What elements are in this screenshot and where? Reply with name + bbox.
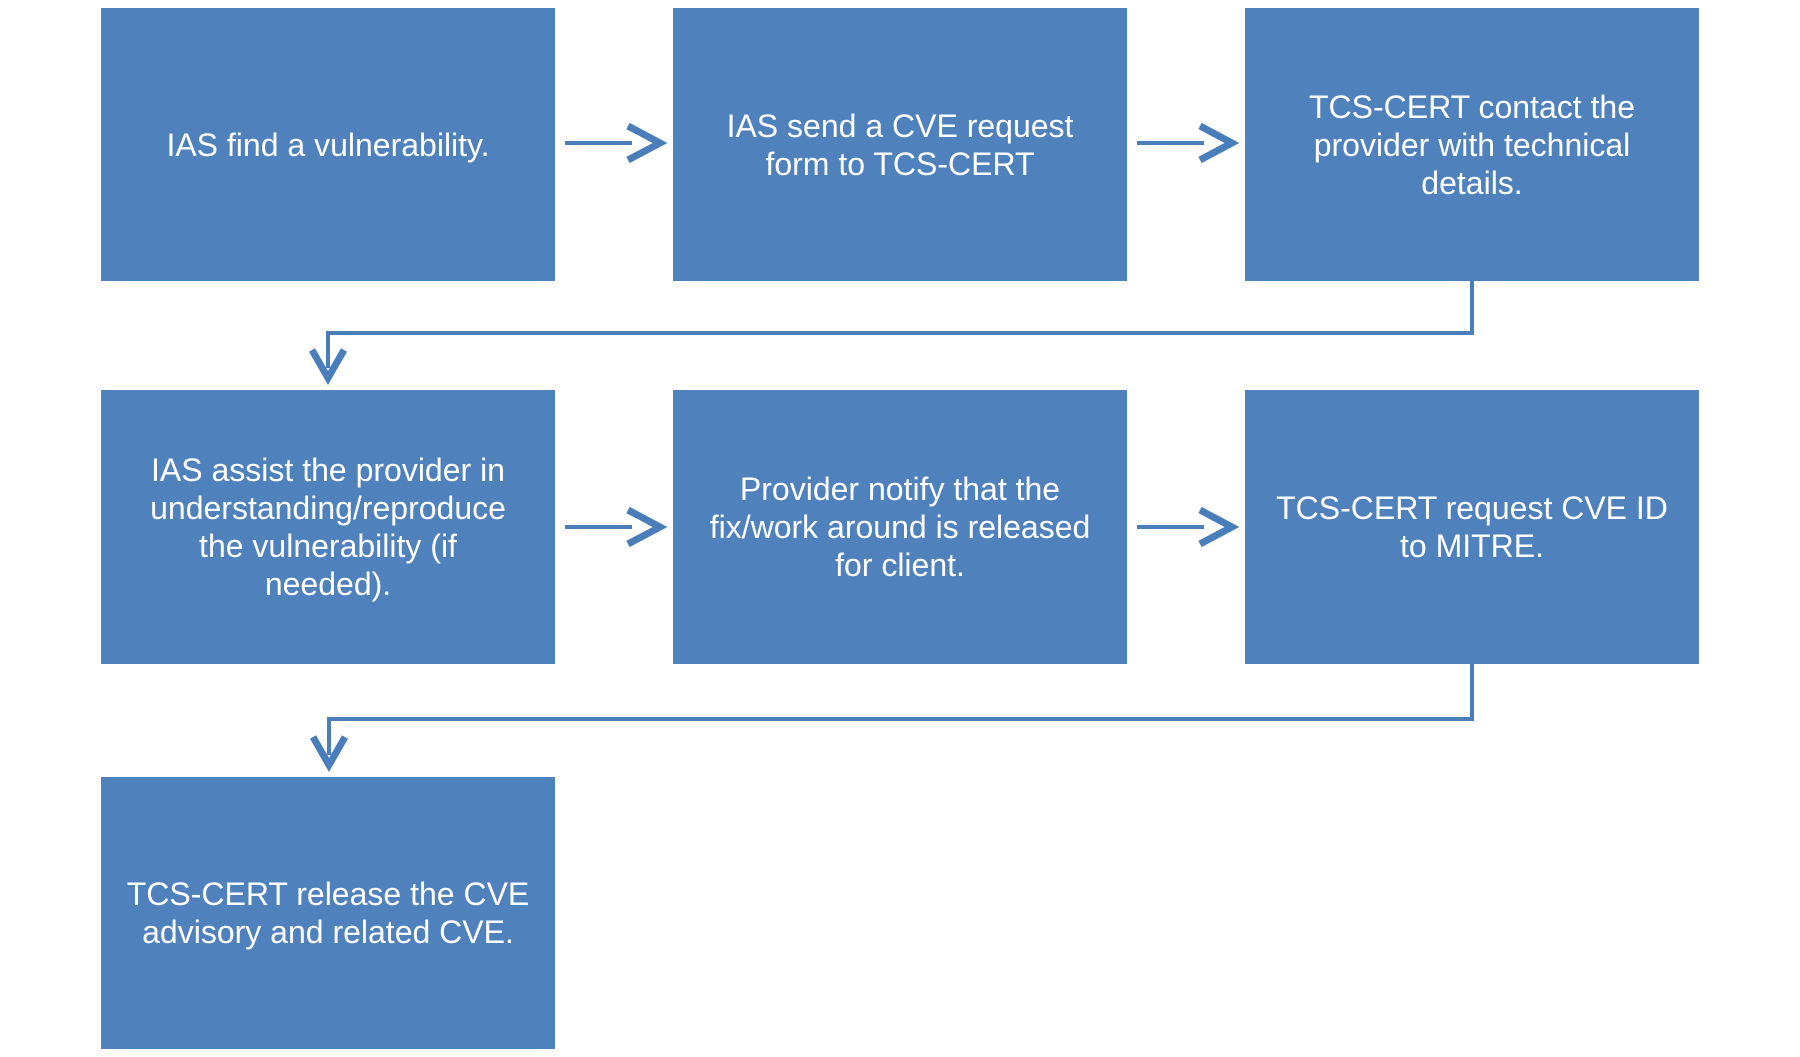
arrow-step1-step2: [565, 122, 668, 164]
flow-step-7: TCS-CERT release the CVE advisory and re…: [101, 777, 555, 1049]
elbow-line: [326, 281, 1474, 368]
arrow-step2-step3: [1137, 122, 1240, 164]
flow-step-6-label: TCS-CERT request CVE ID to MITRE.: [1276, 490, 1668, 564]
flow-step-5: Provider notify that the fix/work around…: [673, 390, 1127, 664]
arrow-step5-step6: [1137, 506, 1240, 548]
arrow-down-icon: [309, 735, 349, 773]
flow-step-3: TCS-CERT contact the provider with techn…: [1245, 8, 1699, 281]
flow-step-1-label: IAS find a vulnerability.: [166, 126, 490, 163]
flow-step-6: TCS-CERT request CVE ID to MITRE.: [1245, 390, 1699, 664]
arrow-right-icon: [1198, 122, 1240, 164]
arrow-right-icon: [626, 122, 668, 164]
flow-step-5-label: Provider notify that the fix/work around…: [709, 471, 1091, 583]
arrow-step4-step5: [565, 506, 668, 548]
elbow-connector-step3-step4: [308, 281, 1474, 386]
elbow-connector-step6-step7: [309, 664, 1474, 773]
arrow-right-icon: [626, 506, 668, 548]
flow-step-4-label: IAS assist the provider in understanding…: [150, 452, 506, 602]
flow-step-1: IAS find a vulnerability.: [101, 8, 555, 281]
flow-step-2: IAS send a CVE request form to TCS-CERT: [673, 8, 1127, 281]
flow-step-4: IAS assist the provider in understanding…: [101, 390, 555, 664]
elbow-line: [327, 664, 1474, 755]
arrow-right-icon: [1198, 506, 1240, 548]
flow-step-2-label: IAS send a CVE request form to TCS-CERT: [726, 107, 1074, 182]
flow-step-3-label: TCS-CERT contact the provider with techn…: [1308, 88, 1636, 201]
arrow-down-icon: [308, 348, 348, 386]
flow-step-7-label: TCS-CERT release the CVE advisory and re…: [126, 876, 530, 950]
